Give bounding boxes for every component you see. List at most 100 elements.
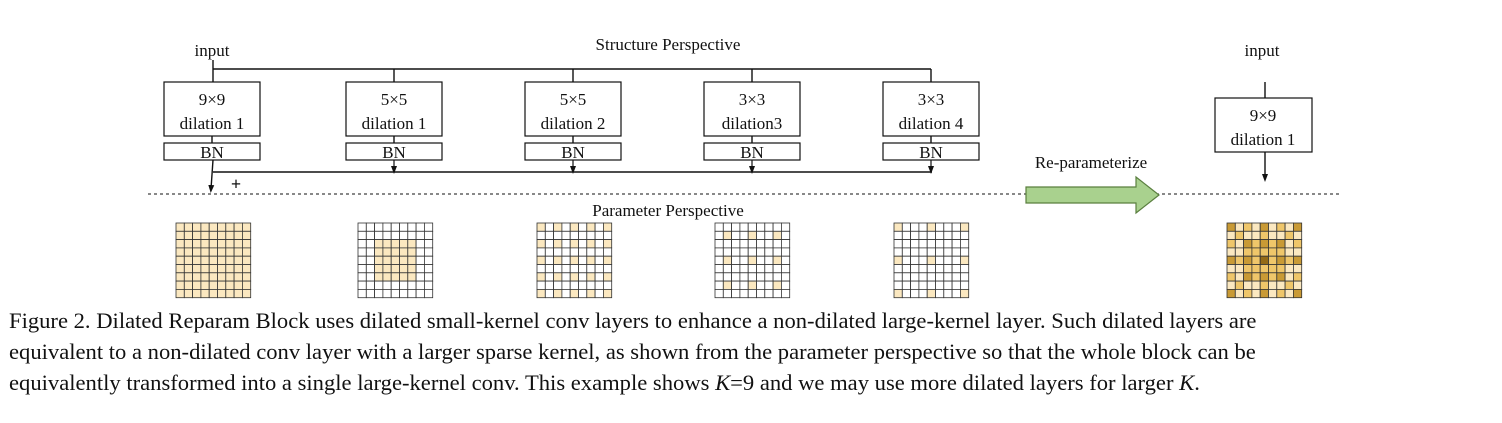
kernel-cell [415,247,425,257]
kernel-cell [175,239,185,249]
kernel-cell [1234,288,1245,299]
kernel-cell [1259,247,1269,257]
kernel-cell [764,239,774,249]
kernel-cell [399,255,409,265]
kernel-cell [561,222,571,232]
kernel-cell [772,239,782,249]
kernel-cell [374,239,384,249]
kernel-cell [747,222,757,232]
kernel-cell [935,288,945,299]
kernel-cell [241,288,252,299]
kernel-cell [893,280,903,290]
caption-var-k-2: K [1179,370,1195,395]
kernel-cell [1234,247,1245,257]
kernel-cell [1284,272,1294,282]
kernel-cell [1293,255,1303,265]
conv-kernel-label: 5×5 [381,90,408,109]
kernel-cell [374,255,384,265]
kernel-cell [1234,230,1245,241]
kernel-cell [586,272,596,282]
kernel-cell [200,247,210,257]
kernel-cell [926,264,936,274]
kernel-cell [544,230,554,241]
kernel-cell [561,264,571,274]
kernel-cell [183,272,194,282]
conv-box [345,81,443,137]
kernel-grid [536,222,613,299]
kernel-cell [208,239,218,249]
kernel-cell [893,255,903,265]
reparameterize-label: Re-parameterize [1035,153,1147,172]
kernel-cell [357,230,367,241]
kernel-cell [569,230,579,241]
kernel-cell [423,280,434,290]
conv-box [882,81,980,137]
kernel-cell [415,255,425,265]
kernel-cell [1234,272,1245,282]
kernel-cell [960,230,970,241]
kernel-cell [1251,247,1261,257]
kernel-cell [175,272,185,282]
kernel-cell [739,264,749,274]
kernel-cell [731,247,741,257]
kernel-cell [1234,255,1245,265]
kernel-cell [722,230,732,241]
kernel-cell [951,272,961,282]
kernel-cell [951,222,961,232]
kernel-cell [901,255,911,265]
kernel-cell [200,272,210,282]
kernel-cell [910,264,920,274]
kernel-cell [374,280,384,290]
kernel-cell [747,272,757,282]
kernel-cell [382,247,392,257]
kernel-cell [960,247,970,257]
kernel-cell [722,280,732,290]
kernel-cell [586,288,596,299]
kernel-cell [1293,230,1303,241]
kernel-cell [382,272,392,282]
kernel-cell [175,247,185,257]
kernel-cell [175,288,185,299]
kernel-cell [423,247,434,257]
kernel-cell [960,272,970,282]
kernel-cell [901,288,911,299]
sum-symbol: + [231,174,241,194]
kernel-cell [175,255,185,265]
kernel-cell [183,255,194,265]
kernel-cell [935,264,945,274]
kernel-cell [943,239,953,249]
kernel-cell [943,280,953,290]
kernel-cell [200,239,210,249]
kernel-cell [764,272,774,282]
kernel-cell [569,255,579,265]
kernel-cell [225,230,235,241]
kernel-cell [1268,264,1278,274]
kernel-cell [407,272,417,282]
conv-box [703,81,801,137]
kernel-cell [918,264,928,274]
kernel-cell [217,280,227,290]
kernel-cell [901,247,911,257]
kernel-cell [1226,239,1236,249]
kernel-cell [399,230,409,241]
kernel-cell [536,255,546,265]
kernel-cell [569,264,579,274]
kernel-cell [764,222,774,232]
kernel-cell [399,288,409,299]
kernel-cell [1293,264,1303,274]
kernel-cell [714,222,724,232]
kernel-cell [1251,239,1261,249]
kernel-cell [586,230,596,241]
kernel-cell [208,247,218,257]
kernel-cell [357,247,367,257]
kernel-cell [1284,280,1294,290]
caption-line-3: equivalently transformed into a single l… [9,367,1497,398]
kernel-cell [714,272,724,282]
result-input-label: input [1245,41,1280,60]
kernel-cell [926,247,936,257]
kernel-cell [407,264,417,274]
kernel-cell [233,222,243,232]
bn-label: BN [919,143,943,162]
kernel-cell [910,239,920,249]
kernel-cell [233,280,243,290]
